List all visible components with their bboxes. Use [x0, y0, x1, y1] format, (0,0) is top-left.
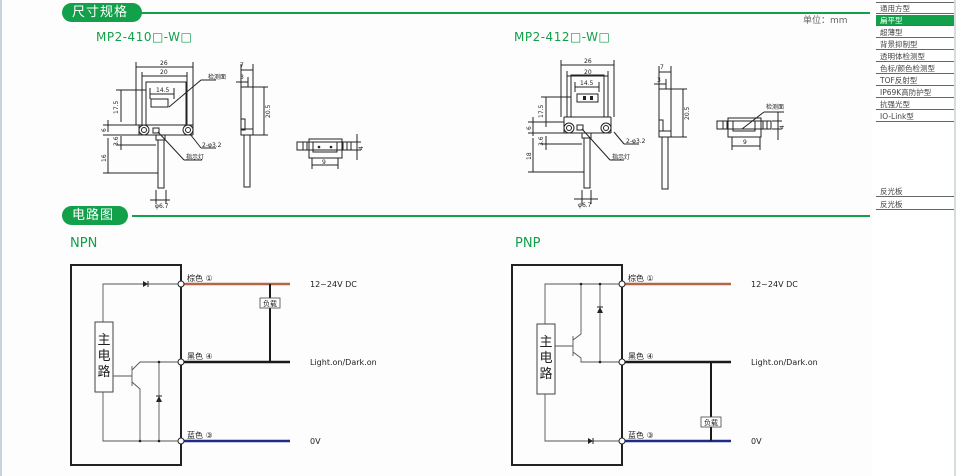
- sidebar-item-io-link[interactable]: IO-Link型: [876, 111, 954, 122]
- dim-bottom-w: 9: [743, 139, 747, 146]
- product-content: 尺寸规格 单位：mm MP2-410□-W□: [2, 0, 872, 476]
- sidebar-item-background-suppression[interactable]: 背景抑制型: [876, 39, 954, 50]
- main-circuit-char: 主: [539, 335, 552, 350]
- load-label: 负载: [704, 418, 718, 427]
- load-box: [259, 297, 281, 309]
- dimension-drawing-410: 26 20 14.5 检测面 指示灯 2-φ3.2 φ6.7 7 3 9 17.…: [101, 60, 365, 210]
- dim-h4: 16: [101, 154, 108, 162]
- dim-width-mount: 20: [160, 69, 168, 76]
- dim-depth: 7: [240, 62, 244, 69]
- model-title-412: MP2-412□-W□: [514, 30, 611, 44]
- indicator-led: [152, 127, 160, 134]
- dim-window: 14.5: [156, 87, 170, 94]
- product-category-sidebar: 通用方型 扁平型 超薄型 背景抑制型 透明体检测型 色标/颜色检测型 TOF反射…: [876, 0, 954, 476]
- dim-width-total: 26: [584, 58, 592, 65]
- dim-h1: 17.5: [113, 100, 120, 114]
- wire-label-brown: 棕色 ①: [187, 273, 213, 283]
- dim-h3: 3.6: [538, 136, 545, 146]
- dimensions-section-header: 尺寸规格: [62, 3, 870, 23]
- npn-title: NPN: [70, 236, 98, 251]
- circuit-section-title: 电路图: [62, 206, 129, 225]
- signal-ground: 0V: [310, 437, 321, 446]
- signal-power: 12~24V DC: [310, 280, 357, 289]
- dim-cable: φ6.7: [578, 202, 592, 209]
- label-indicator: 指示灯: [186, 153, 204, 161]
- dim-depth: 7: [660, 64, 664, 71]
- load-box: [700, 416, 722, 428]
- sidebar-item-flat[interactable]: 扁平型: [876, 15, 954, 26]
- main-circuit-char: 电: [539, 351, 552, 366]
- dim-depth2: 3: [240, 74, 244, 81]
- wire-label-brown: 棕色 ①: [628, 273, 654, 283]
- dim-window: 14.5: [580, 80, 594, 87]
- left-border: [0, 0, 2, 476]
- pnp-circuit-diagram: 负载 主 电 路 棕色 ① 黑色 ④ 蓝色 ③ 12~24V DC: [511, 264, 818, 466]
- dim-h2: 6: [526, 126, 533, 130]
- dim-bottom-h: 4: [358, 146, 365, 150]
- wire-label-black: 黑色 ④: [628, 351, 654, 361]
- dimension-drawing-412: 26 20 14.5 检测面 指示灯 2-φ3.2 φ6.7 7 3 9 17.…: [526, 58, 786, 209]
- npn-circuit-diagram: 负载 主 电 路 棕色 ① 黑色 ④ 蓝色 ③ 12~24V: [70, 264, 377, 466]
- dim-cable: φ6.7: [155, 203, 169, 210]
- sidebar-item-transparent-detection[interactable]: 透明体检测型: [876, 51, 954, 62]
- detect-window: [150, 98, 169, 108]
- signal-power: 12~24V DC: [751, 280, 798, 289]
- dimensions-section-title: 尺寸规格: [62, 3, 143, 22]
- dim-width-mount: 20: [584, 69, 592, 76]
- section-divider: [132, 215, 870, 217]
- label-detect-face: 检测面: [766, 103, 784, 111]
- dim-height: 20.5: [684, 106, 691, 120]
- scroll-track[interactable]: [954, 0, 956, 476]
- dim-bottom-h: 4: [779, 125, 786, 129]
- dim-hole: 2-φ3.2: [626, 138, 646, 145]
- dim-bottom-w: 9: [322, 159, 326, 166]
- circuit-section-header: 电路图: [62, 206, 870, 226]
- dim-height: 20.5: [265, 104, 272, 118]
- main-circuit-char: 电: [97, 349, 110, 364]
- signal-ground: 0V: [751, 437, 762, 446]
- pnp-title: PNP: [515, 236, 541, 251]
- load-label: 负载: [263, 299, 277, 308]
- section-divider: [132, 12, 870, 14]
- main-circuit-char: 主: [97, 333, 110, 348]
- sidebar-divider: [876, 2, 954, 3]
- sidebar-item-anti-light[interactable]: 抗强光型: [876, 99, 954, 110]
- sidebar-item-reflector-header[interactable]: 反光板: [876, 186, 954, 197]
- main-circuit-char: 路: [539, 366, 552, 382]
- signal-output: Light.on/Dark.on: [751, 358, 818, 367]
- unit-label: 单位：mm: [803, 16, 848, 26]
- sidebar-item-reflector[interactable]: 反光板: [876, 199, 954, 210]
- wire-label-black: 黑色 ④: [187, 351, 213, 361]
- sidebar-item-general-square[interactable]: 通用方型: [876, 3, 954, 14]
- dim-h2: 6: [101, 128, 108, 132]
- dim-h3: 3.6: [113, 136, 120, 146]
- sidebar-item-tof[interactable]: TOF反射型: [876, 75, 954, 86]
- sidebar-item-ultra-thin[interactable]: 超薄型: [876, 27, 954, 38]
- main-circuit-char: 路: [97, 364, 110, 380]
- sidebar-item-ip69k[interactable]: IP69K高防护型: [876, 87, 954, 98]
- signal-output: Light.on/Dark.on: [310, 358, 377, 367]
- sidebar-item-color-mark[interactable]: 色标/颜色检测型: [876, 63, 954, 74]
- model-title-410: MP2-410□-W□: [96, 30, 193, 44]
- dim-hole: 2-φ3.2: [202, 142, 222, 149]
- label-indicator: 指示灯: [612, 153, 630, 161]
- dim-depth2: 3: [657, 77, 661, 84]
- dim-h1: 17.5: [538, 104, 545, 118]
- dim-h4: 18: [526, 152, 533, 160]
- dim-width-total: 26: [160, 60, 168, 67]
- label-detect-face: 检测面: [208, 73, 226, 81]
- wire-label-blue: 蓝色 ③: [628, 430, 654, 440]
- wire-label-blue: 蓝色 ③: [187, 430, 213, 440]
